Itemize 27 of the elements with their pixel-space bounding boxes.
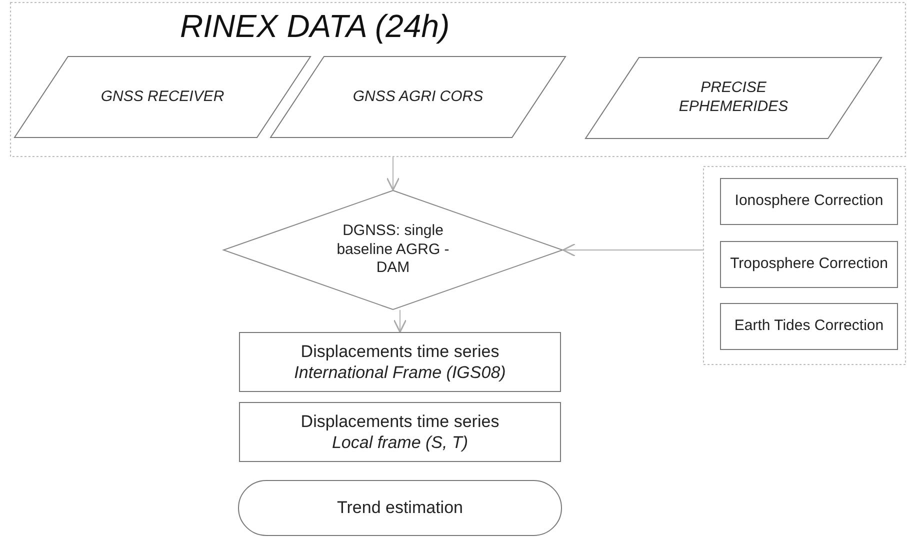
decision-diamond: [223, 190, 563, 310]
arrow: [562, 243, 703, 257]
node-label: Troposphere Correction: [730, 255, 888, 274]
process-box: [720, 241, 898, 288]
node-label: Displacements time series: [300, 410, 500, 432]
process-box: [239, 402, 561, 462]
arrow: [386, 157, 400, 191]
process-box: [720, 303, 898, 350]
node-label: Trend estimation: [337, 497, 463, 519]
node-sublabel: International Frame (IGS08): [294, 362, 506, 384]
node-label: PRECISE EPHEMERIDES: [678, 79, 790, 117]
node-sublabel: Local frame (S, T): [332, 432, 468, 454]
process-box: [720, 178, 898, 225]
node-label: Ionosphere Correction: [734, 192, 884, 211]
node-label: Displacements time series: [300, 340, 500, 362]
group-heading: RINEX DATA (24h): [180, 8, 450, 45]
arrow: [393, 310, 407, 333]
data-parallelogram: [585, 57, 882, 139]
node-label: GNSS RECEIVER: [100, 88, 224, 106]
data-parallelogram: [270, 56, 566, 138]
node-label: DGNSS: single baseline AGRG - DAM: [336, 222, 450, 278]
data-parallelogram: [14, 56, 311, 138]
group-box: [10, 2, 906, 157]
group-box: [703, 166, 906, 365]
node-label: GNSS AGRI CORS: [352, 88, 484, 106]
node-label: Earth Tides Correction: [734, 317, 884, 336]
process-box: [239, 332, 561, 392]
